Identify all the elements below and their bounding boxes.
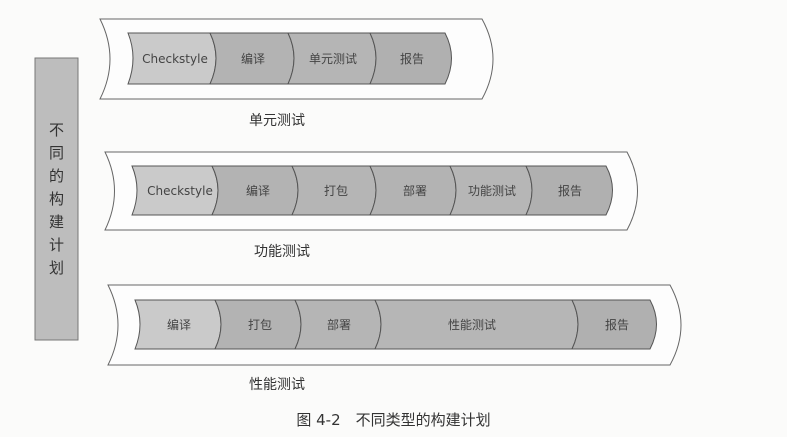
stage-label: 报告: [605, 317, 629, 332]
stage-label: 打包: [324, 184, 348, 198]
stage-label: Checkstyle: [147, 184, 213, 198]
pipeline-unit-test: Checkstyle 编译 单元测试 报告: [99, 18, 494, 100]
pipeline-functional-test: Checkstyle 编译 打包 部署 功能测试 报告: [104, 151, 638, 231]
figure-caption: 图 4-2 不同类型的构建计划: [296, 411, 491, 429]
pipeline-caption-unit-test: 单元测试: [249, 113, 305, 129]
stage-label: 报告: [558, 183, 582, 198]
stage-label: 编译: [167, 317, 191, 332]
stage-report: [571, 299, 657, 350]
pipeline-caption-performance-test: 性能测试: [249, 377, 305, 393]
side-label-bar: [34, 57, 79, 341]
stage-label: 编译: [241, 51, 265, 66]
side-label-char: 建: [48, 212, 64, 231]
stage-label: 编译: [246, 183, 270, 198]
side-label-char: 计: [48, 235, 64, 254]
side-label-char: 同: [48, 143, 64, 162]
stage-label: 报告: [400, 51, 424, 66]
stage-label: 单元测试: [309, 51, 357, 66]
stage-report: [369, 32, 452, 85]
stage-report: [525, 165, 613, 216]
side-label: 不 同 的 构 建 计 划: [35, 58, 78, 340]
stage-label: 部署: [327, 317, 351, 332]
stage-label: 性能测试: [448, 317, 496, 332]
side-label-char: 划: [48, 258, 64, 277]
pipeline-performance-test: 编译 打包 部署 性能测试 报告: [107, 284, 682, 366]
side-label-char: 构: [48, 189, 64, 208]
stage-label: 功能测试: [468, 183, 516, 198]
stage-label: Checkstyle: [142, 52, 208, 66]
side-label-char: 的: [48, 166, 64, 185]
pipeline-caption-functional-test: 功能测试: [254, 244, 310, 260]
stage-label: 打包: [248, 318, 272, 332]
stage-label: 部署: [403, 183, 427, 198]
side-label-char: 不: [48, 120, 64, 139]
